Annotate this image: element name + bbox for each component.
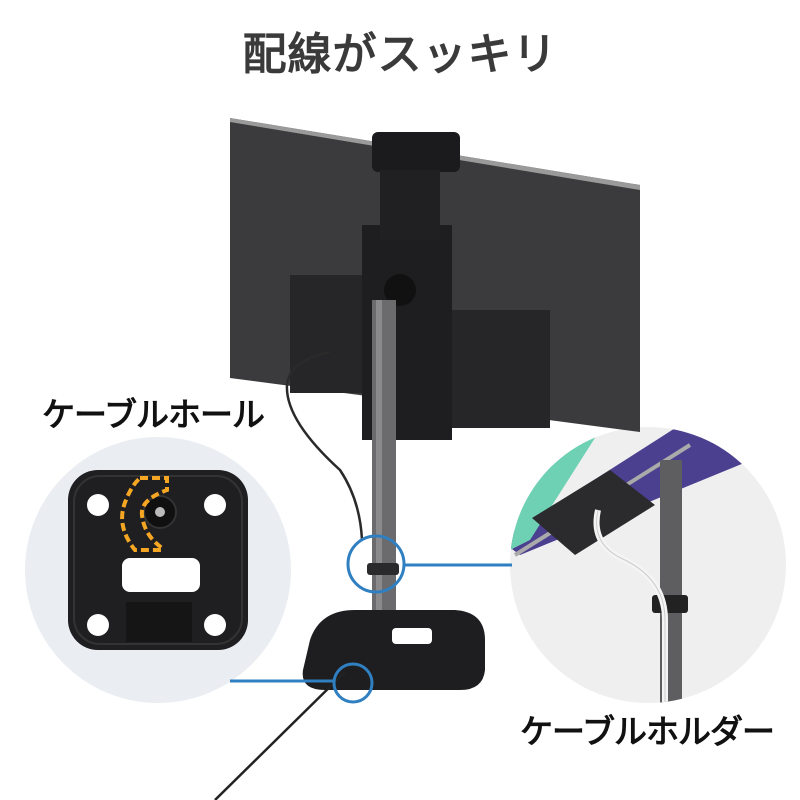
- mount-hole-icon: [87, 494, 109, 516]
- cable-route-highlight: [120, 476, 169, 552]
- cable-hole-label: ケーブルホール: [42, 395, 265, 434]
- callout-ring-hole: [332, 662, 374, 704]
- cable-holder-detail-bubble: [510, 427, 786, 703]
- monitor: [230, 118, 640, 440]
- cable-hole-detail-bubble: [25, 437, 291, 703]
- page-title: 配線がスッキリ: [242, 29, 558, 80]
- cable-holder-label: ケーブルホルダー: [520, 712, 775, 751]
- callout-lines: [230, 534, 512, 704]
- stand: [214, 300, 485, 800]
